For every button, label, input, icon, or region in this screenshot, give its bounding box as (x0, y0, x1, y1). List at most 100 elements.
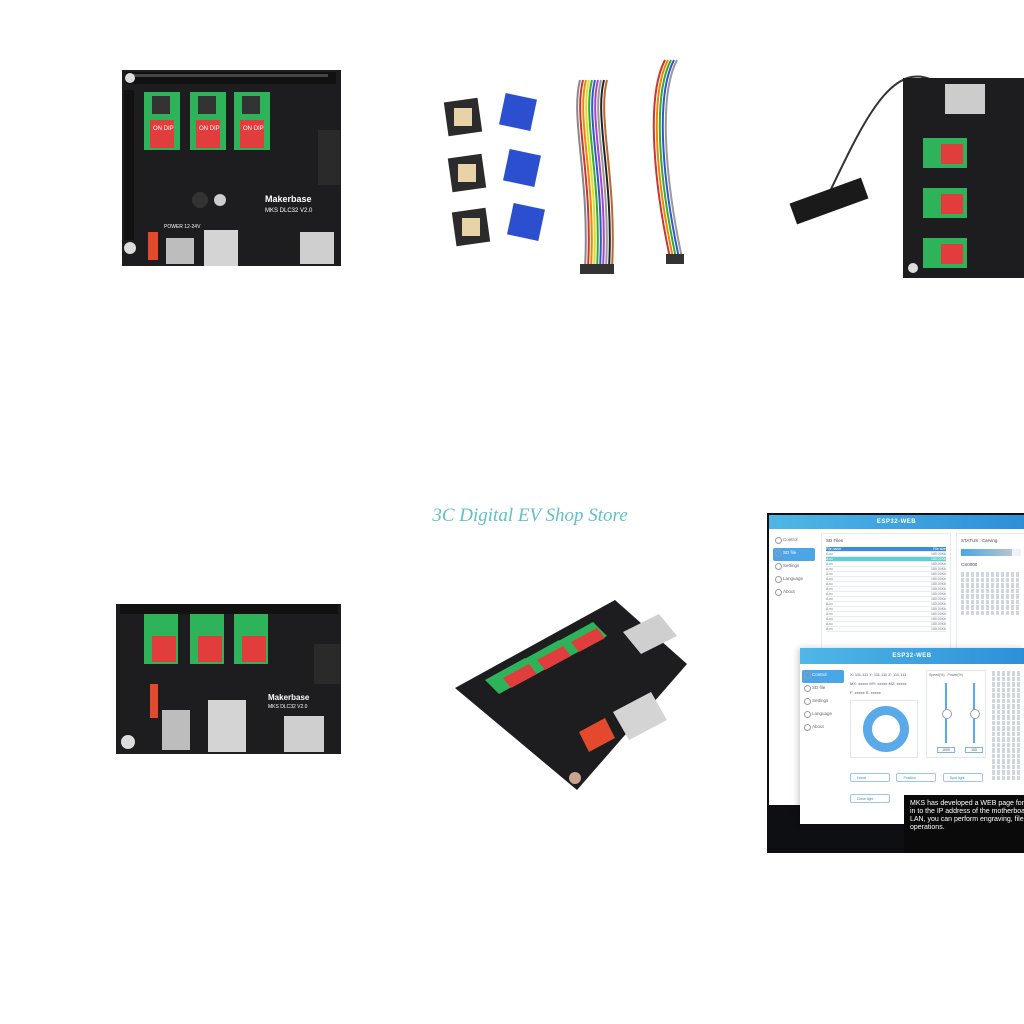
jog-ring-icon[interactable] (863, 706, 909, 752)
coord-y: Y: 111.111 (869, 672, 888, 677)
file-size-cell: 180.00Kb (931, 577, 946, 581)
file-size-cell: 180.00Kb (931, 622, 946, 626)
status-label: STATUS : Carving (961, 538, 998, 543)
coord-s: S: xxxxx (865, 690, 881, 695)
nav2-control[interactable]: Control (802, 670, 844, 683)
file-size-cell: 180.00Kb (931, 597, 946, 601)
esp32-web-screenshot: ESP32-WEB Control SD file Settings Langu… (767, 513, 1024, 853)
file-size-cell: 180.00Kb (931, 607, 946, 611)
file-name-cell: A.nc (826, 602, 834, 606)
file-table-header: File name File size (826, 547, 946, 552)
board-top-illustration: ON DIP ON DIP ON DIP Makerbase MKS DLC32… (122, 70, 341, 266)
caption-line-2: in to the IP address of the motherboa (910, 808, 1024, 815)
table-row[interactable]: A.nc 180.00Kb (826, 617, 946, 622)
coord-my: MY: xxxxx (869, 681, 888, 686)
caption-line-4: operations. (910, 824, 945, 831)
coord-mx: MX: xxxxx (850, 681, 869, 686)
control-window: ESP32-WEB Control SD file Settings Langu… (800, 648, 1024, 824)
action-buttons: Home Position Spot light Close light (850, 766, 986, 808)
nav2-sd-file[interactable]: SD file (802, 683, 844, 696)
file-size-cell: 180.00Kb (931, 567, 946, 571)
file-name-cell: A.nc (826, 577, 834, 581)
power-input[interactable]: 100 (965, 747, 983, 753)
control-sidebar: Control SD file Settings Language About (802, 670, 844, 735)
board-iso-illustration (455, 600, 687, 790)
file-name-cell: A.nc (826, 587, 834, 591)
file-name-cell: A.nc (826, 582, 834, 586)
coord-z: Z: 111.111 (888, 672, 907, 677)
status-progress (961, 549, 1021, 556)
dip-label-1: ON DIP (153, 126, 174, 132)
nav-language[interactable]: Language (773, 574, 815, 587)
table-row[interactable]: A.nc 180.00Kb (826, 582, 946, 587)
file-size-cell: 180.00Kb (931, 552, 946, 556)
file-size-cell: 180.00Kb (931, 562, 946, 566)
board-front-illustration: Makerbase MKS DLC32 V2.0 (116, 604, 341, 754)
table-row[interactable]: A.nc 180.00Kb (826, 567, 946, 572)
caption-line-1: MKS has developed a WEB page for D (910, 800, 1024, 807)
table-row[interactable]: A.nc 180.00Kb (826, 562, 946, 567)
accessories-image (440, 58, 685, 280)
nav-control[interactable]: Control (773, 535, 815, 548)
board-antenna-illustration (789, 75, 1024, 278)
power-label-ui: Power(%) (947, 673, 963, 677)
file-size-cell: 180.00Kb (931, 572, 946, 576)
col-file-size: File size (933, 547, 946, 551)
file-name-cell: A.nc (826, 597, 834, 601)
board-brand: Makerbase (265, 194, 312, 204)
board-antenna-image (785, 58, 1024, 280)
file-name-cell: A.nc (826, 562, 834, 566)
board-model: MKS DLC32 V2.0 (265, 208, 313, 214)
web-title-bar: ESP32-WEB (769, 515, 1024, 529)
board-front-brand: Makerbase (268, 693, 310, 702)
file-name-cell: A.nc (826, 567, 834, 571)
table-row[interactable]: A.nc 180.00Kb (826, 577, 946, 582)
status-panel: STATUS : Carving CS0000 (956, 533, 1024, 663)
speed-slider[interactable] (942, 683, 952, 743)
file-size-cell: 180.00Kb (931, 592, 946, 596)
coord-x: X: 111.111 (850, 672, 869, 677)
coord-f: F: xxxxx (850, 690, 865, 695)
caption-line-3: LAN, you can perform engraving, file (910, 816, 1024, 823)
nav2-language[interactable]: Language (802, 709, 844, 722)
nav-settings[interactable]: Settings (773, 561, 815, 574)
file-name-cell: A.nc (826, 617, 834, 621)
table-row[interactable]: A.nc 180.00Kb (826, 587, 946, 592)
sd-files-title: SD Files (826, 538, 844, 543)
nav2-settings[interactable]: Settings (802, 696, 844, 709)
status-value: CS0000 (961, 562, 978, 567)
file-size-cell: 180.00Kb (931, 627, 946, 631)
file-size-cell: 180.00Kb (931, 582, 946, 586)
nav2-about[interactable]: About (802, 722, 844, 735)
nav-about[interactable]: About (773, 587, 815, 600)
file-size-cell: 180.00Kb (931, 612, 946, 616)
power-label: POWER 12-24V (164, 224, 201, 230)
control-title-bar: ESP32-WEB (800, 648, 1024, 664)
home-button[interactable]: Home (850, 773, 890, 782)
speed-input[interactable]: 1000 (937, 747, 955, 753)
file-size-cell: 180.00Kb (931, 557, 946, 561)
file-name-cell: A.nc (826, 622, 834, 626)
jog-control[interactable] (850, 700, 918, 758)
speed-label: Speed(%) (929, 673, 945, 677)
spot-light-button[interactable]: Spot light (942, 773, 983, 782)
nav-sd-file[interactable]: SD file (773, 548, 815, 561)
web-sidebar: Control SD file Settings Language About (773, 535, 815, 600)
board-front-image: Makerbase MKS DLC32 V2.0 (116, 604, 341, 754)
position-button[interactable]: Position (896, 773, 937, 782)
table-row[interactable]: A.nc 180.00Kb (826, 622, 946, 627)
close-light-button[interactable]: Close light (850, 794, 890, 803)
board-top-image: ON DIP ON DIP ON DIP Makerbase MKS DLC32… (122, 70, 341, 266)
power-slider[interactable] (970, 683, 980, 743)
table-row[interactable]: A.nc 180.00Kb (826, 597, 946, 602)
file-size-cell: 180.00Kb (931, 587, 946, 591)
file-size-cell: 180.00Kb (931, 617, 946, 621)
